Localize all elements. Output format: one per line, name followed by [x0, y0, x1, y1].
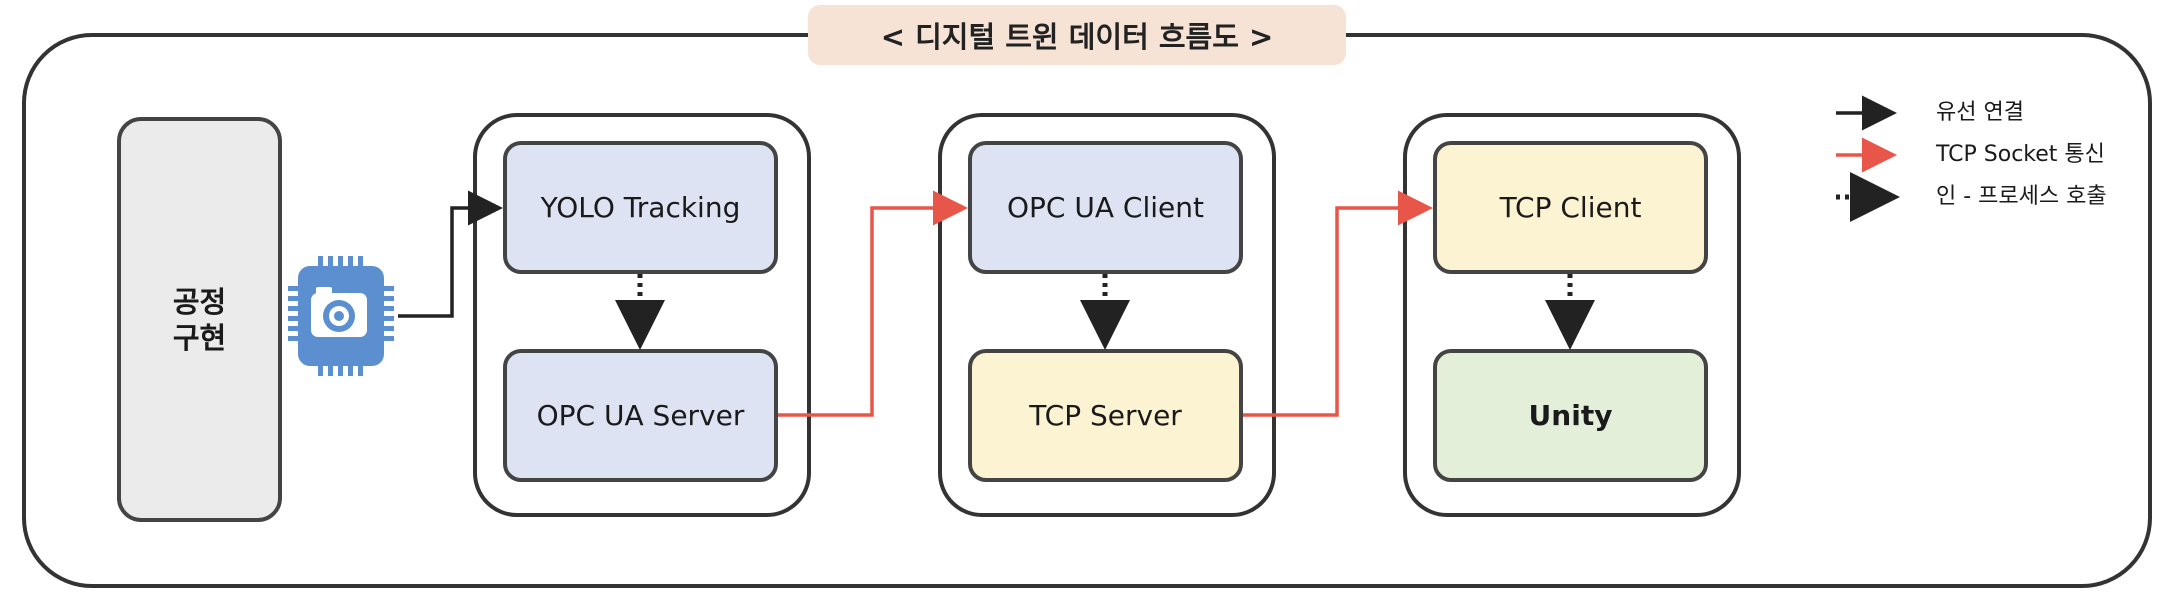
- tcp-link-line: [1243, 190, 1433, 417]
- group-bridge: [938, 113, 1276, 517]
- legend-inprocess-label: 인 - 프로세스 호출: [1936, 184, 2107, 209]
- node-yolo-tracking: YOLO Tracking: [503, 141, 778, 274]
- opc-link-line: [778, 190, 968, 417]
- diagram-title: < 디지털 트윈 데이터 흐름도 >: [808, 5, 1346, 65]
- camera-chip-icon: [288, 256, 394, 376]
- legend-wired-label: 유선 연결: [1936, 100, 2024, 125]
- process-label-line2: 구현: [172, 320, 227, 355]
- legend-tcp-label: TCP Socket 통신: [1936, 142, 2105, 167]
- group-vision: [473, 113, 811, 517]
- node-tcp-client: TCP Client: [1433, 141, 1708, 274]
- process-label-line1: 공정: [172, 284, 227, 319]
- node-tcp-server: TCP Server: [968, 349, 1243, 482]
- process-block: 공정 구현: [117, 117, 282, 522]
- node-opc-ua-server: OPC UA Server: [503, 349, 778, 482]
- node-opc-ua-client: OPC UA Client: [968, 141, 1243, 274]
- group-unity: [1403, 113, 1741, 517]
- wired-connection-line: [398, 190, 503, 318]
- node-unity: Unity: [1433, 349, 1708, 482]
